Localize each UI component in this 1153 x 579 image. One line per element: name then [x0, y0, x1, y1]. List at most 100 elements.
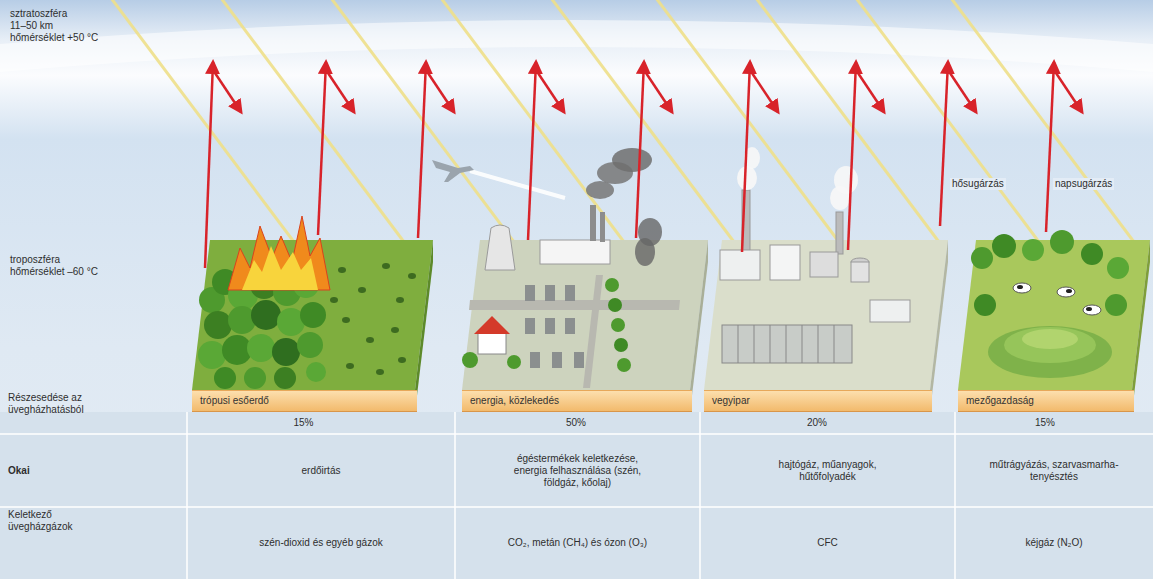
- platform: [1132, 240, 1150, 412]
- label-box: Okai: [8, 436, 178, 506]
- city-scene: [565, 285, 575, 301]
- sun-ray: [105, 0, 300, 250]
- atmosphere-arc: [0, 20, 1153, 72]
- sun-ray: [850, 0, 1045, 250]
- rainforest-trees: [247, 334, 275, 362]
- label-box: 15%: [192, 414, 415, 432]
- platform: [930, 240, 948, 412]
- table-text: kéjgáz (N₂O): [1025, 537, 1082, 549]
- farm-scene: [971, 247, 993, 269]
- city-scene: [432, 160, 474, 182]
- farm-scene: [1083, 305, 1101, 315]
- heat-radiation-arrow: [636, 62, 644, 238]
- label-box: műtrágyázás, szarvasmarha-tenyésztés: [958, 436, 1150, 506]
- label-box: CO₂, metán (CH₄) és ózon (O₃): [458, 508, 697, 578]
- city-scene: [540, 240, 610, 264]
- sector-name: trópusi esőerdő: [200, 395, 409, 407]
- chemical-plant: [722, 325, 852, 363]
- farm-scene: [1050, 230, 1074, 254]
- table-text: erdőirtás: [302, 465, 341, 477]
- heat-radiation-arrow: [644, 70, 672, 112]
- city-scene: [565, 318, 575, 334]
- rainforest-trees: [300, 302, 326, 328]
- farm-scene: [992, 234, 1016, 258]
- table-text: sztratoszféra: [10, 8, 67, 20]
- heat-radiation-arrow: [1046, 62, 1054, 232]
- city-scene: [552, 352, 562, 368]
- tree-stump: [338, 267, 346, 273]
- platform: [704, 240, 948, 390]
- label-box: CFC: [703, 508, 952, 578]
- chemical-plant: [834, 166, 858, 194]
- sector-name: energia, közlekedés: [470, 395, 684, 407]
- tree-stump: [330, 297, 338, 303]
- table-rule: [699, 412, 701, 579]
- heat-radiation-arrow: [426, 70, 454, 112]
- heat-radiation-arrow: [213, 70, 241, 112]
- chemical-plant: [720, 250, 760, 280]
- city-scene: [586, 181, 614, 199]
- heat-radiation-arrow: [856, 70, 884, 112]
- city-scene: [638, 218, 662, 246]
- city-scene: [432, 148, 680, 388]
- label-box: sztratoszféra: [10, 8, 170, 20]
- label-box: hőmérséklet +50 °C: [10, 32, 170, 44]
- table-text: 15%: [1035, 417, 1055, 429]
- heat-radiation-arrow: [326, 70, 354, 112]
- tree-stump: [342, 317, 350, 323]
- table-text: hőmérséklet +50 °C: [10, 32, 98, 44]
- city-scene: [485, 225, 515, 270]
- city-scene: [608, 298, 622, 312]
- rainforest-trees: [272, 338, 300, 366]
- sun-ray: [545, 0, 740, 250]
- farm-scene: [974, 294, 996, 316]
- label-box: erdőirtás: [190, 436, 452, 506]
- city-scene: [612, 148, 652, 172]
- radiation-label: napsugárzás: [1053, 178, 1114, 190]
- label-box: Keletkező üvegházgázok: [8, 509, 103, 549]
- label-box: 50%: [462, 414, 690, 432]
- city-scene: [525, 318, 535, 334]
- label-box: hajtógáz, műanyagok, hűtőfolyadék: [703, 436, 952, 506]
- forest-fire: [228, 216, 330, 290]
- table-text: 20%: [807, 417, 827, 429]
- label-box: troposzféra: [10, 254, 170, 266]
- chemical-plant: [738, 325, 834, 363]
- city-scene: [545, 285, 555, 301]
- tree-stump: [330, 263, 416, 375]
- chemical-plant: [737, 166, 757, 190]
- sun-ray: [105, 0, 1140, 250]
- rainforest-trees: [198, 341, 226, 369]
- chemical-plant: [810, 252, 838, 277]
- sector-name: vegyipar: [712, 395, 924, 407]
- table-rule: [0, 433, 1153, 435]
- heat-radiation-arrow: [528, 62, 536, 240]
- tree-stump: [346, 363, 354, 369]
- city-scene: [462, 352, 478, 368]
- radiation-label: hősugárzás: [950, 178, 1006, 190]
- label-box: 20%: [704, 414, 930, 432]
- city-scene: [605, 278, 619, 292]
- heat-radiation-arrow: [1054, 70, 1082, 112]
- heat-radiation-arrow: [940, 62, 948, 226]
- heat-radiation-arrow: [205, 62, 213, 268]
- table-text: Részesedése az üvegházhatásból: [8, 392, 98, 416]
- table-text: troposzféra: [10, 254, 60, 266]
- city-scene: [474, 316, 510, 334]
- tree-stump: [398, 357, 406, 363]
- label-box: égéstermékek keletkezése, energia felhas…: [458, 436, 697, 506]
- platform: [958, 240, 1150, 390]
- label-box: hőmérséklet –60 °C: [10, 266, 170, 278]
- sector-band: vegyipar: [704, 390, 932, 412]
- forest-fire: [242, 246, 318, 290]
- table-text: CFC: [817, 537, 838, 549]
- city-scene: [525, 285, 535, 301]
- rainforest-trees: [214, 367, 236, 389]
- table-rule: [0, 412, 1153, 579]
- farm-scene: [1004, 327, 1096, 363]
- farm-scene: [1013, 283, 1031, 293]
- label-box: 15%: [958, 414, 1132, 432]
- heat-radiation-arrow: [750, 70, 778, 112]
- label-box: szén-dioxid és egyéb gázok: [190, 508, 452, 578]
- heat-radiation-arrow: [948, 70, 976, 112]
